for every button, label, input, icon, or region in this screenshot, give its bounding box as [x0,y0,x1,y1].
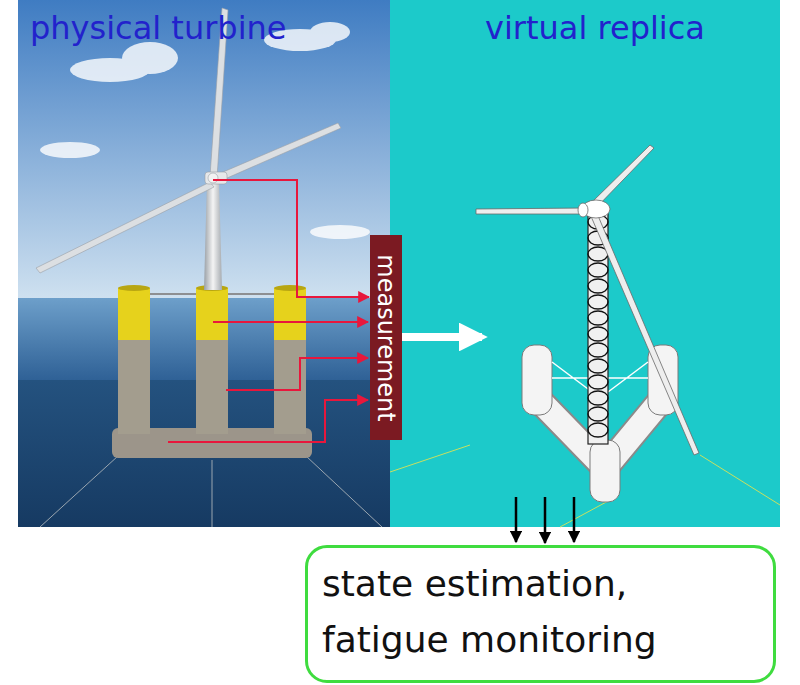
blade [590,211,699,455]
tower-element [588,295,608,309]
tower-element [588,407,608,421]
column [522,345,552,415]
blade [36,182,214,273]
measurement-lead [213,321,368,323]
mooring-line [700,455,780,505]
mooring-lines [40,456,382,527]
clouds [40,22,370,239]
tower-element [588,327,608,341]
hub [208,173,218,183]
tower-element [588,279,608,293]
yellow-column [274,288,306,340]
box-label: measurement [374,254,398,421]
measurement-lead [226,358,368,390]
sky [18,0,390,300]
nacelle [205,172,227,184]
mooring-line [390,445,470,472]
panel-heading: virtual replica [485,6,780,50]
tower-element [588,375,608,389]
picture-panel: physical turbine [18,0,390,527]
blade [476,208,586,214]
measurement-lead [168,400,368,442]
floating-platform [112,285,312,458]
output-arrow [573,497,576,542]
connector-arrow [213,180,369,297]
cloud [310,22,350,42]
mooring-line [306,456,382,527]
connector-arrow [544,497,547,543]
blade [216,123,341,182]
measurement-leads [168,322,368,442]
output-arrows [516,497,574,542]
rotor [36,8,341,273]
hub [578,203,588,217]
tower-element [588,359,608,373]
panel-heading: physical turbine [30,6,390,50]
column [590,440,620,502]
output-arrow [515,497,518,542]
cloud [40,142,100,158]
picture-panel: virtual replica [390,0,780,527]
output-box: state estimation, fatigue monitoring [305,545,776,683]
measurement-box: measurement [370,235,402,440]
tower [204,180,222,290]
box-label: state estimation, fatigue monitoring [322,556,762,668]
virtual-replica-picture [390,0,780,527]
brace [150,293,274,295]
tower-element [588,343,608,357]
mooring-line [212,460,213,527]
mooring-line [40,456,118,527]
tower-element [588,391,608,405]
column [196,338,228,434]
yellow-column [196,288,228,340]
tower-element [588,311,608,325]
tower-element [588,423,608,437]
column-top [274,285,306,291]
column [118,338,150,434]
model-rotor [476,145,699,455]
yellow-column [118,288,150,340]
connector-arrow [402,333,482,341]
cloud [310,225,370,239]
physical-turbine-picture [18,0,390,527]
column-top [118,285,150,291]
tower-element [588,263,608,277]
mooring-line [560,500,610,527]
model-background [390,0,780,527]
column [274,338,306,434]
